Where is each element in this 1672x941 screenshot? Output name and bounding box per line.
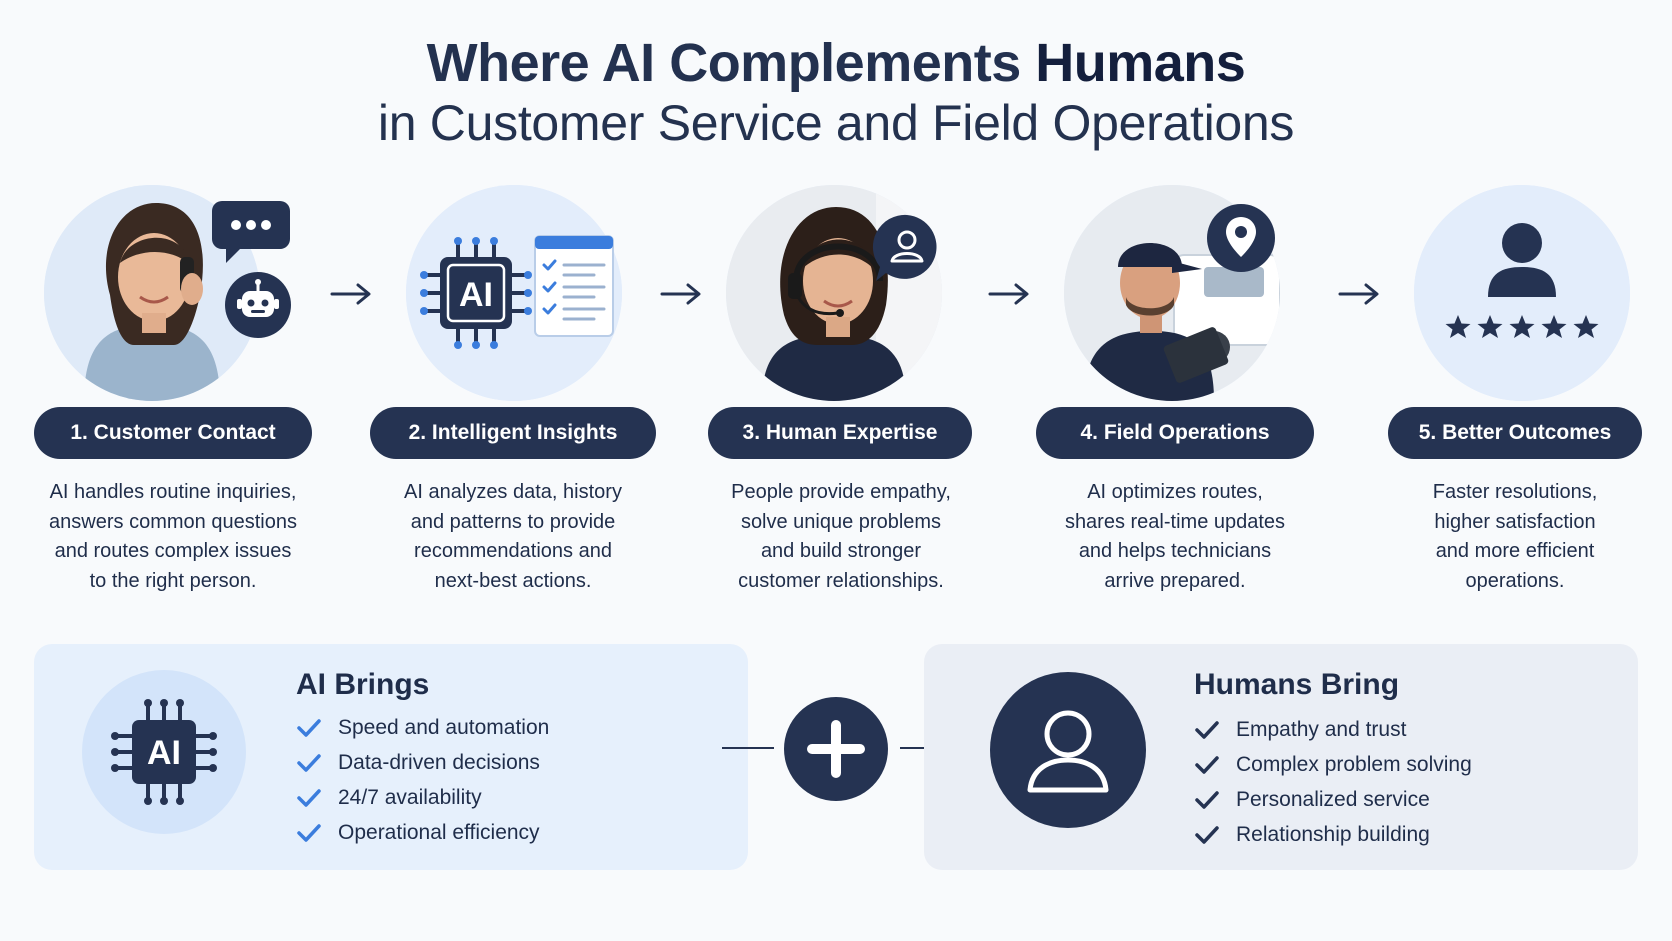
check-icon	[297, 718, 321, 737]
step-better-outcomes: 5. Better Outcomes Faster resolutions, h…	[1342, 185, 1672, 605]
star-rating-icon	[1445, 315, 1599, 338]
checklist-icon	[534, 235, 614, 337]
step-label-human-expertise: 3. Human Expertise	[708, 407, 972, 459]
arrow-right-icon	[1338, 283, 1379, 305]
check-icon	[1195, 755, 1219, 774]
plus-icon	[784, 697, 888, 801]
title-part1: Where AI Complements	[426, 33, 1022, 93]
step-customer-contact: 1. Customer Contact AI handles routine i…	[0, 185, 330, 605]
ai-brings-title: AI Brings	[296, 668, 430, 701]
humans-bring-panel: Humans Bring Empathy and trust Complex p…	[924, 644, 1638, 870]
step-label-intelligent-insights: 2. Intelligent Insights	[370, 407, 656, 459]
step-label-customer-contact: 1. Customer Contact	[34, 407, 312, 459]
ai-brings-panel: AI AI Brings Speed and automation Data-d…	[34, 644, 748, 870]
arrow-right-icon	[988, 283, 1029, 305]
check-icon	[1195, 720, 1219, 739]
step-desc-better-outcomes: Faster resolutions, higher satisfaction …	[1432, 481, 1598, 592]
check-icon	[297, 823, 321, 842]
better-outcomes-illustration	[1414, 185, 1630, 401]
title-part2: Humans	[1035, 33, 1246, 93]
list-item: Operational efficiency	[296, 815, 549, 850]
arrow-right-icon	[330, 283, 371, 305]
chip-label: AI	[147, 734, 181, 772]
ai-chip-icon: AI	[82, 670, 246, 834]
list-item: Complex problem solving	[1194, 747, 1472, 782]
humans-bring-list: Empathy and trust Complex problem solvin…	[1194, 712, 1472, 852]
list-item: Empathy and trust	[1194, 712, 1472, 747]
step-desc-customer-contact: AI handles routine inquiries, answers co…	[49, 481, 297, 592]
ai-brings-list: Speed and automation Data-driven decisio…	[296, 710, 549, 850]
user-bubble-icon	[872, 214, 937, 281]
chip-label: AI	[459, 276, 493, 314]
step-desc-field-operations: AI optimizes routes, shares real-time up…	[1064, 481, 1286, 592]
check-icon	[297, 788, 321, 807]
step-desc-intelligent-insights: AI analyzes data, history and patterns t…	[404, 481, 622, 592]
user-icon	[1488, 223, 1556, 297]
step-label-field-operations: 4. Field Operations	[1036, 407, 1314, 459]
step-field-operations: 4. Field Operations AI optimizes routes,…	[1010, 185, 1340, 605]
step-human-expertise: 3. Human Expertise People provide empath…	[676, 185, 1006, 605]
step-label-better-outcomes: 5. Better Outcomes	[1388, 407, 1642, 459]
connector-line-left	[722, 747, 774, 749]
page-title: Where AI Complements Humans	[0, 32, 1672, 94]
check-icon	[1195, 825, 1219, 844]
check-icon	[1195, 790, 1219, 809]
list-item: Data-driven decisions	[296, 745, 549, 780]
step-desc-human-expertise: People provide empathy, solve unique pro…	[731, 481, 951, 592]
page-subtitle: in Customer Service and Field Operations	[377, 95, 1295, 151]
check-icon	[297, 753, 321, 772]
chat-bubble-icon	[212, 201, 290, 263]
list-item: Speed and automation	[296, 710, 549, 745]
list-item: Personalized service	[1194, 782, 1472, 817]
arrow-right-icon	[660, 283, 701, 305]
list-item: Relationship building	[1194, 817, 1472, 852]
humans-bring-title: Humans Bring	[1194, 668, 1400, 701]
ai-chip-icon: AI	[420, 237, 532, 349]
location-pin-icon	[1207, 204, 1275, 272]
user-icon	[990, 672, 1146, 828]
bot-icon	[225, 272, 291, 338]
list-item: 24/7 availability	[296, 780, 549, 815]
step-intelligent-insights: AI 2. Intelligent Insights AI analyzes d…	[354, 185, 684, 605]
